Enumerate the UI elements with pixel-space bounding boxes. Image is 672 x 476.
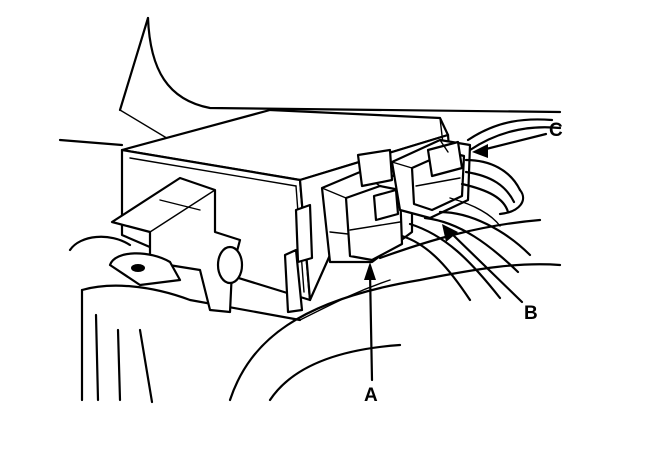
leader-a: [364, 262, 376, 382]
callout-a: A: [364, 385, 378, 406]
connector-a: [320, 148, 414, 264]
leader-b: [442, 224, 524, 304]
wire-harness: [400, 118, 562, 302]
callout-b: B: [524, 303, 538, 324]
leader-c: [472, 132, 548, 158]
connector-c: [390, 138, 472, 220]
callout-c: C: [549, 120, 563, 141]
body-panel: [58, 16, 562, 404]
